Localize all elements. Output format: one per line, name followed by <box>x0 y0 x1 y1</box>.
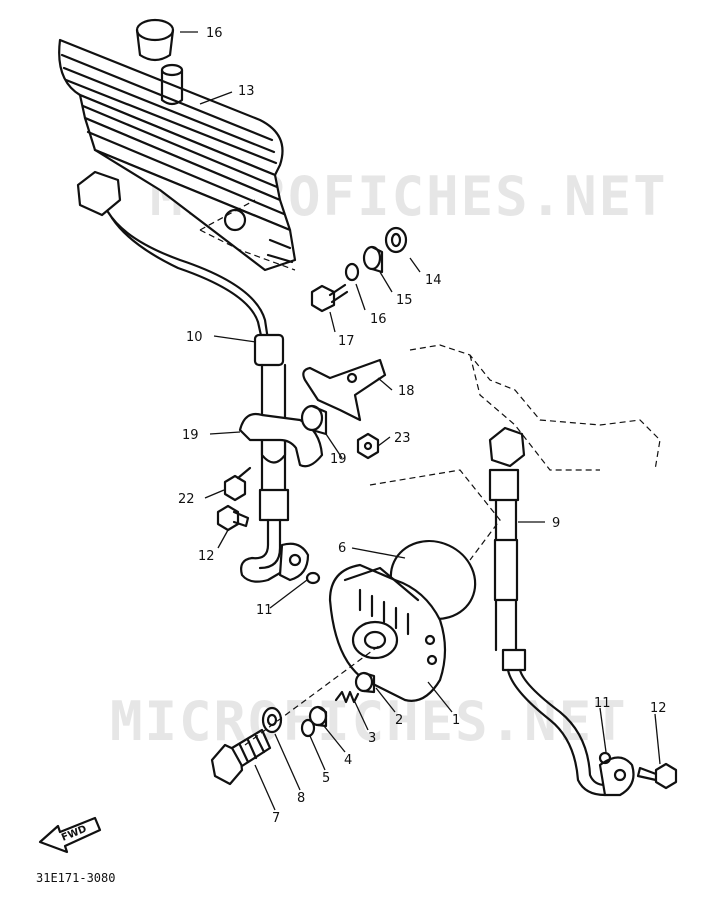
union-bolt-left <box>216 504 250 532</box>
o-ring-right <box>598 751 612 765</box>
callout-20: 18 <box>398 384 415 399</box>
bolt-upper <box>310 283 349 313</box>
watermark-bottom: MICROFICHES.NET <box>110 690 628 753</box>
callout-11-right: 11 <box>594 696 611 711</box>
callout-12-left: 12 <box>198 549 215 564</box>
callout-6: 6 <box>338 541 346 556</box>
callout-13: 13 <box>238 84 255 99</box>
forward-direction-arrow: FWD <box>38 816 102 854</box>
valve-4 <box>308 705 328 728</box>
callout-17: 17 <box>338 334 355 349</box>
collar <box>300 404 328 436</box>
callout-1: 1 <box>452 713 460 728</box>
oil-cooler <box>58 38 297 272</box>
center-bolt <box>210 728 272 786</box>
callout-10: 10 <box>186 330 203 345</box>
union-bolt-right <box>636 762 678 790</box>
oil-filter-housing <box>328 563 447 702</box>
callout-19: 19 <box>182 428 199 443</box>
callout-8: 8 <box>297 791 305 806</box>
callout-18: 16 <box>206 26 223 41</box>
callout-7: 7 <box>272 811 280 826</box>
callout-4: 4 <box>344 753 352 768</box>
oil-hose-lower <box>488 426 635 797</box>
callout-23: 23 <box>394 431 411 446</box>
callout-14: 14 <box>425 273 442 288</box>
callout-9: 9 <box>552 516 560 531</box>
leader-lines <box>180 31 661 811</box>
hose-clamp <box>238 412 324 468</box>
callout-11-left: 11 <box>256 603 273 618</box>
callout-15: 15 <box>396 293 413 308</box>
screw-22 <box>223 466 252 502</box>
callout-22: 22 <box>178 492 195 507</box>
assembly-axis-line <box>244 644 381 746</box>
collar-upper <box>362 245 384 274</box>
callout-2: 2 <box>395 713 403 728</box>
callout-3: 3 <box>368 731 376 746</box>
callout-12-right: 12 <box>650 701 667 716</box>
grommet-upper <box>384 226 408 254</box>
plug <box>354 671 376 694</box>
callout-21: 19 <box>330 452 347 467</box>
callout-16: 16 <box>370 312 387 327</box>
washer-upper <box>344 262 360 282</box>
grommet <box>135 18 184 106</box>
frame-outline <box>369 344 661 561</box>
callout-5: 5 <box>322 771 330 786</box>
nut <box>356 432 380 460</box>
valve-5 <box>300 718 316 738</box>
o-ring-left <box>305 571 321 585</box>
cooler-bracket <box>302 358 387 422</box>
diagram-code: 31E171-3080 <box>36 871 115 885</box>
